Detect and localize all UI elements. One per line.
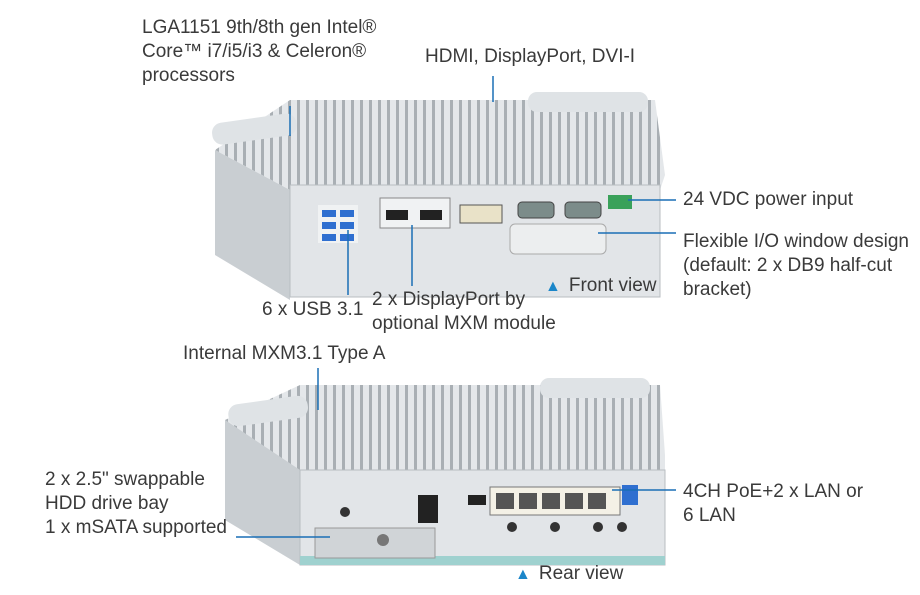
callout-processor: LGA1151 9th/8th gen Intel® Core™ i7/i5/i… — [142, 16, 376, 88]
front-view-text: Front view — [568, 275, 657, 296]
callout-line: Flexible I/O window design — [683, 231, 909, 252]
callout-line: bracket) — [683, 279, 752, 300]
triangle-up-icon: ▲ — [545, 278, 561, 295]
callout-line: HDMI, DisplayPort, DVI-I — [425, 46, 636, 67]
rear-view-text: Rear view — [538, 563, 624, 584]
callout-line: Internal MXM3.1 Type A — [183, 343, 386, 364]
rear-view-label: ▲ Rear view — [515, 562, 623, 587]
callout-displayport: 2 x DisplayPort by optional MXM module — [372, 288, 556, 336]
callout-line: LGA1151 9th/8th gen Intel® — [142, 17, 377, 38]
callout-line: HDD drive bay — [45, 493, 169, 514]
callout-line: Core™ i7/i5/i3 & Celeron® — [142, 41, 367, 62]
callout-lan: 4CH PoE+2 x LAN or 6 LAN — [683, 480, 863, 528]
front-view-label: ▲ Front view — [545, 274, 656, 299]
callout-line: 2 x 2.5" swappable — [45, 469, 205, 490]
callout-line: 24 VDC power input — [683, 189, 854, 210]
callout-usb: 6 x USB 3.1 — [262, 298, 363, 322]
callout-line: processors — [142, 65, 235, 86]
leader-lines — [236, 76, 676, 538]
callout-flexible-io: Flexible I/O window design (default: 2 x… — [683, 230, 909, 302]
callout-line: 4CH PoE+2 x LAN or — [683, 481, 864, 502]
rear-view-device — [225, 378, 666, 566]
triangle-up-icon: ▲ — [515, 566, 531, 583]
callout-line: 6 x USB 3.1 — [262, 299, 364, 320]
callout-video: HDMI, DisplayPort, DVI-I — [425, 45, 635, 69]
callout-mxm: Internal MXM3.1 Type A — [183, 342, 385, 366]
front-view-device — [212, 92, 665, 300]
callout-hdd: 2 x 2.5" swappable HDD drive bay 1 x mSA… — [45, 468, 227, 540]
callout-line: optional MXM module — [372, 313, 556, 334]
callout-line: 2 x DisplayPort by — [372, 289, 526, 310]
callout-line: 6 LAN — [683, 505, 736, 526]
callout-line: 1 x mSATA supported — [45, 517, 227, 538]
callout-line: (default: 2 x DB9 half-cut — [683, 255, 893, 276]
callout-power: 24 VDC power input — [683, 188, 853, 212]
